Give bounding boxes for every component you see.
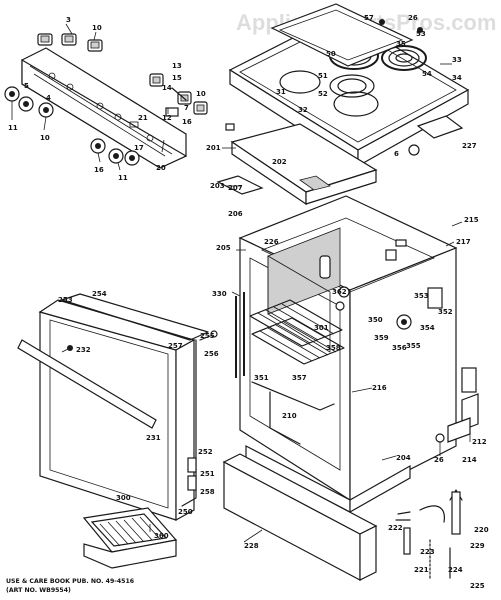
callout-224: 224 [448,566,463,574]
callout-212: 212 [472,438,487,446]
callout-359: 359 [374,334,389,342]
callout-7: 7 [184,104,189,112]
oven-rack-icon [249,299,345,365]
callout-26b: 26 [434,456,444,464]
callout-216: 216 [372,384,387,392]
callout-351: 351 [254,374,269,382]
callout-221: 221 [414,566,429,574]
callout-256: 256 [204,350,219,358]
callout-33: 33 [452,56,462,64]
callout-215: 215 [464,216,479,224]
callout-11b: 11 [118,174,128,182]
callout-227: 227 [462,142,477,150]
callout-360: 360 [154,532,169,540]
callout-354: 354 [420,324,435,332]
storage-drawer [222,453,378,581]
callout-5: 5 [24,82,29,90]
callout-57: 57 [364,14,374,22]
callout-357: 357 [292,374,307,382]
callout-201: 201 [206,144,221,152]
callout-6: 6 [394,150,399,158]
footer-line-1: USE & CARE BOOK PUB. NO. 49-4516 [6,578,134,585]
callout-204: 204 [396,454,411,462]
callout-50: 50 [326,50,336,58]
callout-10a: 10 [92,24,102,32]
callout-250: 250 [178,508,193,516]
callout-15: 15 [172,74,182,82]
callout-14: 14 [162,84,172,92]
callout-232: 232 [76,346,91,354]
callout-231: 231 [146,434,161,442]
control-panel [4,33,208,169]
callout-202: 202 [272,158,287,166]
callout-35: 35 [396,40,406,48]
burner-knob-icon [37,33,103,52]
callout-358: 358 [326,344,341,352]
callout-257: 257 [168,342,183,350]
drip-tray [216,115,464,206]
callout-11a: 11 [8,124,18,132]
callout-353: 353 [414,292,429,300]
broiler-pan [82,507,178,569]
callout-16b: 16 [94,166,104,174]
oven-door [17,293,218,522]
callout-355: 355 [406,342,421,350]
callout-16: 16 [182,118,192,126]
callout-10c: 10 [40,134,50,142]
callout-258: 258 [200,488,215,496]
callout-300: 300 [116,494,131,502]
callout-362: 362 [332,288,347,296]
callout-13: 13 [172,62,182,70]
callout-52: 52 [318,90,328,98]
callout-253: 253 [58,296,73,304]
callout-203: 203 [210,182,225,190]
callout-330: 330 [212,290,227,298]
callout-53: 53 [416,30,426,38]
callout-254: 254 [92,290,107,298]
callout-217: 217 [456,238,471,246]
callout-31: 31 [276,88,286,96]
range-body [235,195,458,514]
callout-252: 252 [198,448,213,456]
callout-205: 205 [216,244,231,252]
hardware-parts [395,367,479,581]
callout-225: 225 [470,582,485,590]
callout-255: 255 [200,332,215,340]
callout-223: 223 [420,548,435,556]
callout-222: 222 [388,524,403,532]
callout-26: 26 [408,14,418,22]
callout-3: 3 [66,16,71,24]
callout-226: 226 [264,238,279,246]
callout-356: 356 [392,344,407,352]
callout-34: 34 [452,74,462,82]
callout-228: 228 [244,542,259,550]
callout-54: 54 [422,70,432,78]
callout-206: 206 [228,210,243,218]
callout-10b: 10 [196,90,206,98]
callout-350: 350 [368,316,383,324]
callout-301: 301 [314,324,329,332]
callout-numbers: 3 10 13 15 14 10 12 16 11 10 16 11 17 20… [8,14,489,590]
leader-lines [11,23,471,543]
callout-17: 17 [134,144,144,152]
callout-210: 210 [282,412,297,420]
callout-352: 352 [438,308,453,316]
callout-4: 4 [46,94,51,102]
callout-20: 20 [156,164,166,172]
callout-229: 229 [470,542,485,550]
callout-12: 12 [162,114,172,122]
callout-214: 214 [462,456,477,464]
callout-207: 207 [228,184,243,192]
callout-220: 220 [474,526,489,534]
callout-251: 251 [200,470,215,478]
callout-32: 32 [298,106,308,114]
footer-line-2: (ART NO. WB9554) [6,587,71,594]
callout-21: 21 [138,114,148,122]
callout-51: 51 [318,72,328,80]
